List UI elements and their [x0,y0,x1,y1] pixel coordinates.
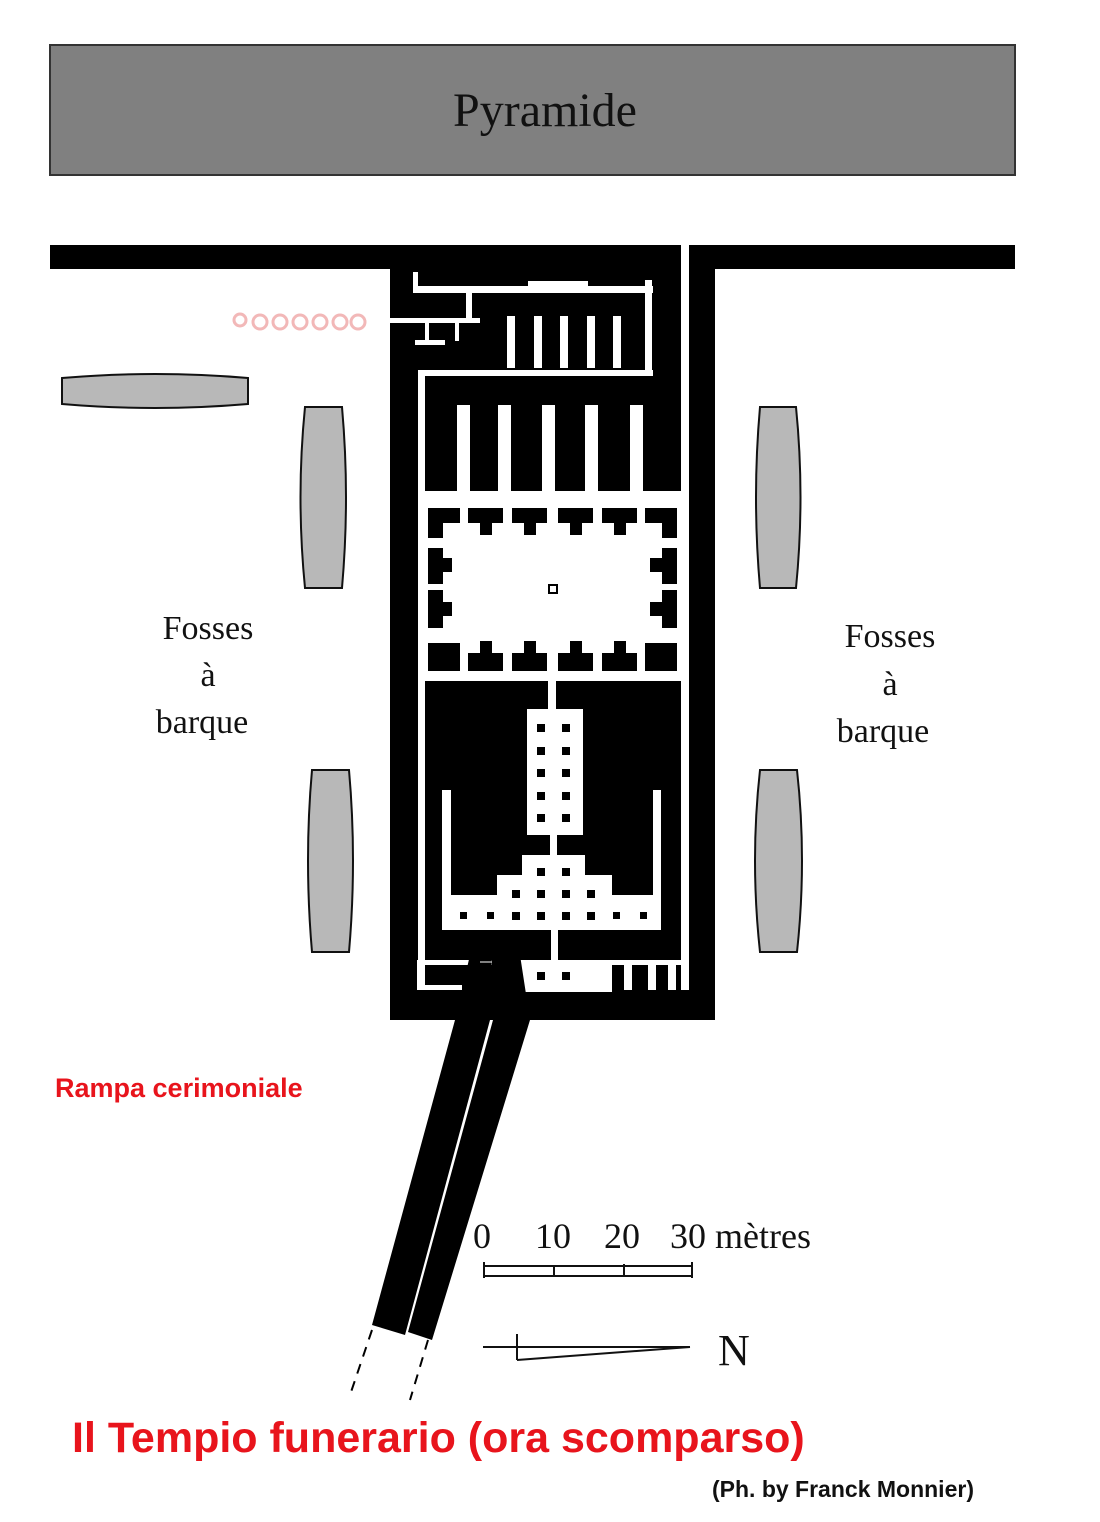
boat-pits-left-label: Fosses à barque [156,610,254,741]
svg-text:10: 10 [535,1216,571,1256]
boat-pit [755,406,802,589]
faint-dotted-trace [232,312,367,331]
scale-bar: 0 10 20 30 mètres [473,1216,811,1278]
svg-text:Fosses: Fosses [163,610,254,647]
pyramid: Pyramide [49,44,1016,176]
boat-pits-right-label: Fosses à barque [837,618,936,750]
svg-text:barque: barque [837,713,930,750]
svg-text:à: à [882,666,897,703]
causeway-label: Rampa cerimoniale [55,1073,303,1103]
svg-text:barque: barque [156,704,249,741]
north-label: N [718,1326,750,1375]
boat-pits [61,373,803,953]
pyramid-label: Pyramide [453,84,637,137]
svg-text:0: 0 [473,1216,491,1256]
causeway [349,955,530,1401]
boat-pit [754,769,803,953]
svg-text:à: à [200,657,215,694]
svg-text:Fosses: Fosses [845,618,936,655]
north-arrow: N [483,1326,750,1375]
boat-pit [307,769,354,953]
svg-text:20: 20 [604,1216,640,1256]
boat-pit [61,373,249,409]
photo-credit: (Ph. by Franck Monnier) [712,1476,974,1502]
temple [388,245,715,1020]
svg-text:30 mètres: 30 mètres [670,1216,811,1256]
diagram-title: Il Tempio funerario (ora scomparso) [72,1414,805,1462]
boat-pit [299,406,347,589]
